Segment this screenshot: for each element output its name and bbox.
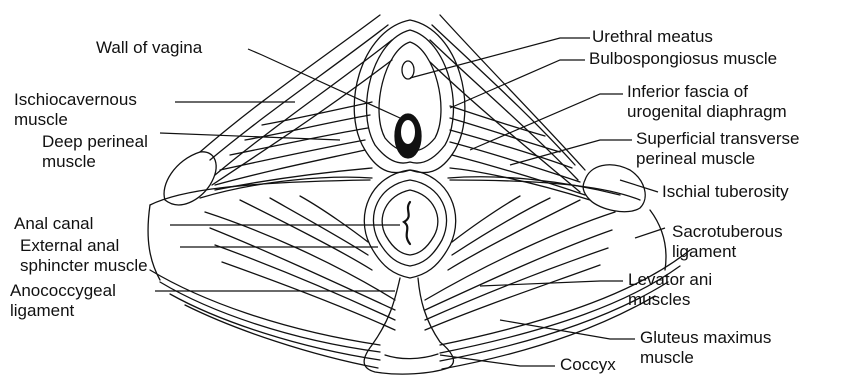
- coccyx-shape: [385, 354, 438, 359]
- ischiocavernous-left: [200, 15, 392, 185]
- anal-canal: [404, 202, 410, 244]
- left-upper-edge: [150, 180, 370, 205]
- right-upper-edge: [450, 180, 640, 200]
- label-anal-canal: Anal canal: [14, 214, 93, 234]
- right-side-edge: [650, 210, 666, 270]
- label-urethral-meatus: Urethral meatus: [592, 27, 713, 47]
- label-wall-of-vagina: Wall of vagina: [96, 38, 202, 58]
- label-bulbospongiosus: Bulbospongiosus muscle: [589, 49, 777, 69]
- label-ischial-tuberosity: Ischial tuberosity: [662, 182, 789, 202]
- gluteus-maximus-left: [150, 270, 380, 368]
- levator-ani-right: [425, 177, 620, 330]
- label-coccyx: Coccyx: [560, 355, 616, 375]
- external-anal-sphincter: [364, 170, 455, 278]
- urethral-meatus: [402, 61, 414, 79]
- left-side-edge: [148, 205, 160, 280]
